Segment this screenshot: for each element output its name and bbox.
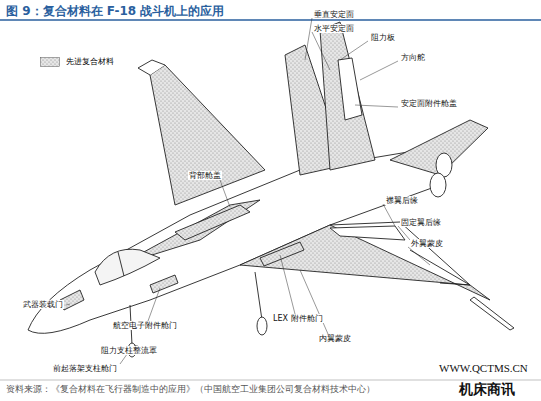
part-label: 阻力板 — [370, 33, 396, 42]
part-label: 背部舱盖 — [188, 171, 222, 180]
part-label: 垂直安定面 — [313, 10, 355, 19]
part-label: 安定面附件舱盖 — [400, 99, 458, 108]
part-label: 襟翼后缘 — [385, 196, 419, 205]
title: 图 9：复合材料在 F-18 战斗机上的应用 — [6, 3, 224, 20]
part-label: 固定翼后缘 — [400, 218, 442, 227]
caption: 资料来源：《复合材料在飞行器制造中的应用》（中国航空工业集团公司复合材料技术中心… — [6, 383, 375, 396]
part-label: 外翼蒙皮 — [410, 239, 444, 248]
part-label: 武器装载门 — [22, 300, 64, 309]
part-label: LEX 附件舱门 — [272, 314, 324, 323]
legend-text: 先进复合材料 — [66, 56, 114, 67]
part-label: 方向舵 — [400, 53, 426, 62]
part-label: 前起落架支柱舱门 — [52, 364, 118, 373]
watermark: 机床商讯 — [458, 381, 516, 397]
watermark: WWW.QCTMS.CN — [438, 362, 529, 375]
legend-swatch — [40, 57, 60, 67]
part-label: 航空电子附件舱门 — [112, 321, 178, 330]
legend: 先进复合材料 — [40, 56, 114, 67]
part-label: 水平安定面 — [313, 24, 355, 33]
part-label: 阻力支柱整流罩 — [100, 346, 158, 355]
part-label: 内翼蒙皮 — [318, 334, 352, 343]
